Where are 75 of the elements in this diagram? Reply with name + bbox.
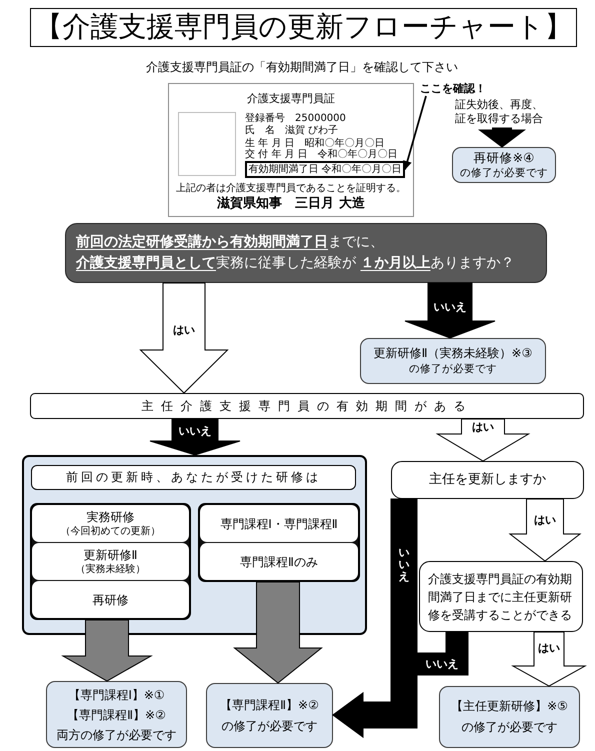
result-text: 【専門課程Ⅱ】※② xyxy=(220,696,319,714)
card-title: 介護支援専門員証 xyxy=(247,92,335,106)
question-box xyxy=(65,223,547,283)
option-text: 更新研修Ⅱ xyxy=(84,547,138,563)
option-group xyxy=(30,503,191,620)
heading-text: 前回の更新時、あなたが受けた研修は xyxy=(66,469,321,486)
page-title: 【介護支援専門員の更新フローチャート】 xyxy=(30,8,577,47)
result-box xyxy=(452,147,556,183)
result-box xyxy=(360,338,546,384)
option-box xyxy=(32,581,189,618)
decision-text: 介護支援専門員証の有効期間満了日までに主任更新研修を受講することができる xyxy=(428,570,573,624)
block-arrow xyxy=(508,498,582,562)
option-text: 専門課程Ⅱのみ xyxy=(240,554,318,570)
block-arrow xyxy=(404,282,496,339)
card-text: 登録番号 25000000 xyxy=(245,112,346,124)
edge-label: いいえ xyxy=(434,300,466,314)
group-panel xyxy=(22,455,367,635)
decision-box xyxy=(391,461,584,499)
card-text: 氏 名 滋賀 びわ子 xyxy=(245,124,338,137)
result-text: の修了が必要です xyxy=(222,718,318,734)
id-card xyxy=(168,83,414,217)
arrow xyxy=(403,96,427,170)
result-box xyxy=(46,681,187,748)
block-arrow xyxy=(150,418,240,456)
block-arrow xyxy=(511,632,587,687)
option-text: （今回初めての更新） xyxy=(60,525,160,538)
highlight-frame xyxy=(245,161,405,178)
option-box xyxy=(200,543,358,580)
edge-label: いいえ xyxy=(178,424,212,438)
result-box xyxy=(439,686,580,748)
block-arrow xyxy=(61,620,153,682)
card-text: 滋賀県知事 三日月 大造 xyxy=(217,196,365,212)
result-text: 【主任更新研修】※⑤ xyxy=(451,698,568,715)
option-box xyxy=(32,543,189,580)
block-arrow xyxy=(332,632,468,738)
option-group xyxy=(198,503,360,582)
edge-label: いいえ xyxy=(426,658,458,670)
edge-label: はい xyxy=(173,324,195,336)
option-text: （実務未経験） xyxy=(76,563,146,576)
question-text: 介護支援専門員として実務に従事した経験が １か月以上ありますか？ xyxy=(76,254,516,273)
result-text: 【専門課程Ⅰ】※① xyxy=(68,686,165,704)
block-arrow xyxy=(233,582,323,684)
instruction-text: 介護支援専門員証の「有効期間満了日」を確認して下さい xyxy=(146,59,458,75)
note-text: 証失効後、再度、証を取得する場合 xyxy=(455,98,547,126)
result-box xyxy=(206,683,333,748)
block-arrow xyxy=(139,282,229,394)
card-text: 有効期間満了日 令和〇年〇月〇日 xyxy=(248,163,402,176)
option-box xyxy=(200,505,358,542)
condition-text: 主任介護支援専門員の有効期間がある xyxy=(141,398,473,414)
question-text: 前回の法定研修受講から有効期間満了日までに、 xyxy=(76,232,385,252)
card-text: 上記の者は介護支援専門員であることを証明する。 xyxy=(176,182,406,195)
result-text: の修了が必要です xyxy=(460,166,548,181)
edge-label: はい xyxy=(538,642,560,654)
result-text: 再研修※④ xyxy=(474,149,534,166)
result-text: の修了が必要です xyxy=(409,362,497,377)
result-text: 両方の修了が必要です xyxy=(56,726,176,744)
block-arrow xyxy=(436,418,530,462)
edge-label: はい xyxy=(472,420,494,434)
condition-bar xyxy=(30,393,584,419)
callout-text: ここを確認！ xyxy=(420,81,490,96)
result-text: 【専門課程Ⅱ】※② xyxy=(67,706,166,724)
option-text: 再研修 xyxy=(92,592,128,608)
heading-box xyxy=(31,465,356,490)
option-text: 専門課程Ⅰ・専門課程Ⅱ xyxy=(220,516,338,532)
option-text: 実務研修 xyxy=(86,509,134,525)
result-text: の修了が必要です xyxy=(462,719,558,736)
card-text: 交 付 年 月 日 令和〇年〇月〇日 xyxy=(245,148,398,161)
decision-box xyxy=(419,561,583,632)
decision-text: 主任を更新しますか xyxy=(429,471,546,489)
edge-label: いいえ xyxy=(398,546,410,584)
option-box xyxy=(32,505,189,542)
result-text: 更新研修Ⅱ（実務未経験）※③ xyxy=(374,345,532,362)
edge-label: はい xyxy=(534,514,556,526)
block-arrow xyxy=(478,128,526,148)
card-text: 生 年 月 日 昭和〇年〇月〇日 xyxy=(245,137,385,149)
